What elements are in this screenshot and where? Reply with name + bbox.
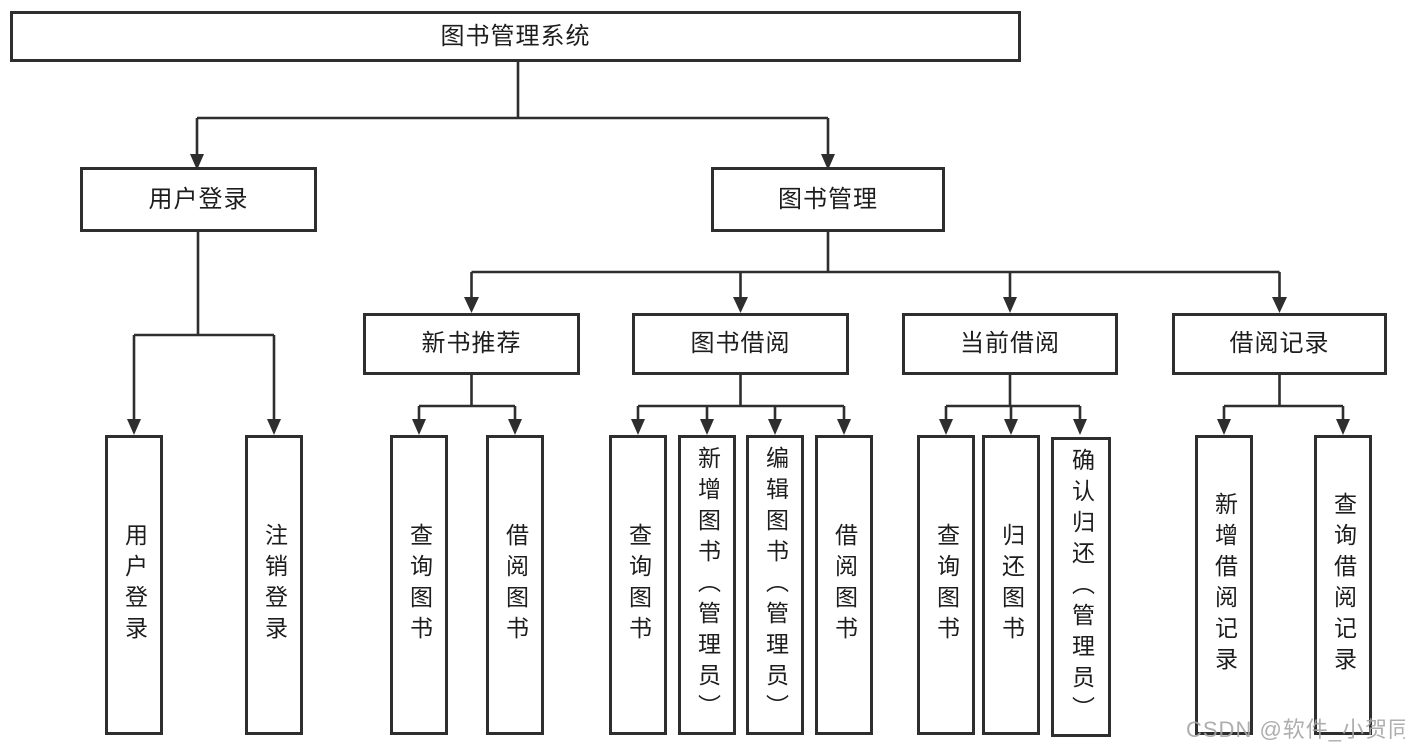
leaf-current-query-book: 查询图书 — [917, 435, 975, 735]
csdn-watermark: CSDN @软件_小贺同学 — [1186, 717, 1405, 742]
node-borrow-records-label: 借阅记录 — [1229, 330, 1330, 357]
leaf-add-borrow-record: 新增借阅记录 — [1195, 435, 1253, 735]
leaf-query-borrow-record-label: 查询借阅记录 — [1330, 492, 1357, 678]
leaf-confirm-return-admin-label: 确认归还（管理员） — [1068, 447, 1095, 727]
leaf-logout-label: 注销登录 — [261, 523, 288, 647]
leaf-edit-book-admin: 编辑图书（管理员） — [746, 435, 804, 735]
node-user-login-label: 用户登录 — [148, 185, 249, 213]
node-book-management-label: 图书管理 — [778, 185, 878, 213]
leaf-edit-book-admin-label: 编辑图书（管理员） — [762, 445, 789, 725]
leaf-add-book-admin: 新增图书（管理员） — [678, 435, 736, 735]
node-borrow-records: 借阅记录 — [1172, 313, 1387, 375]
node-new-book-recommend-label: 新书推荐 — [421, 330, 522, 357]
leaf-query-borrow-record: 查询借阅记录 — [1314, 435, 1372, 735]
node-book-management: 图书管理 — [711, 167, 945, 232]
leaf-logout: 注销登录 — [245, 435, 303, 735]
leaf-user-login: 用户登录 — [105, 435, 163, 735]
leaf-borrow-query-book-label: 查询图书 — [625, 523, 652, 647]
leaf-borrow-book-label: 借阅图书 — [831, 523, 858, 647]
leaf-borrow-query-book: 查询图书 — [609, 435, 667, 735]
leaf-recommend-query-book: 查询图书 — [390, 435, 448, 735]
leaf-return-book-label: 归还图书 — [998, 523, 1025, 647]
leaf-confirm-return-admin: 确认归还（管理员） — [1051, 437, 1111, 737]
leaf-borrow-book: 借阅图书 — [815, 435, 873, 735]
node-root-label: 图书管理系统 — [440, 22, 591, 50]
leaf-recommend-borrow-book: 借阅图书 — [486, 435, 544, 735]
leaf-current-query-book-label: 查询图书 — [933, 523, 960, 647]
node-current-borrow: 当前借阅 — [902, 313, 1118, 375]
node-new-book-recommend: 新书推荐 — [363, 313, 580, 375]
arrowheads — [127, 154, 1350, 435]
node-book-borrow-label: 图书借阅 — [690, 330, 791, 357]
leaf-recommend-borrow-book-label: 借阅图书 — [502, 523, 529, 647]
leaf-recommend-query-book-label: 查询图书 — [406, 523, 433, 647]
node-book-borrow: 图书借阅 — [632, 313, 849, 375]
node-current-borrow-label: 当前借阅 — [960, 330, 1060, 357]
leaf-return-book: 归还图书 — [982, 435, 1040, 735]
leaf-add-book-admin-label: 新增图书（管理员） — [694, 445, 721, 725]
leaf-add-borrow-record-label: 新增借阅记录 — [1211, 492, 1238, 678]
node-root: 图书管理系统 — [10, 11, 1021, 62]
node-user-login: 用户登录 — [80, 167, 317, 232]
leaf-user-login-label: 用户登录 — [121, 523, 148, 647]
